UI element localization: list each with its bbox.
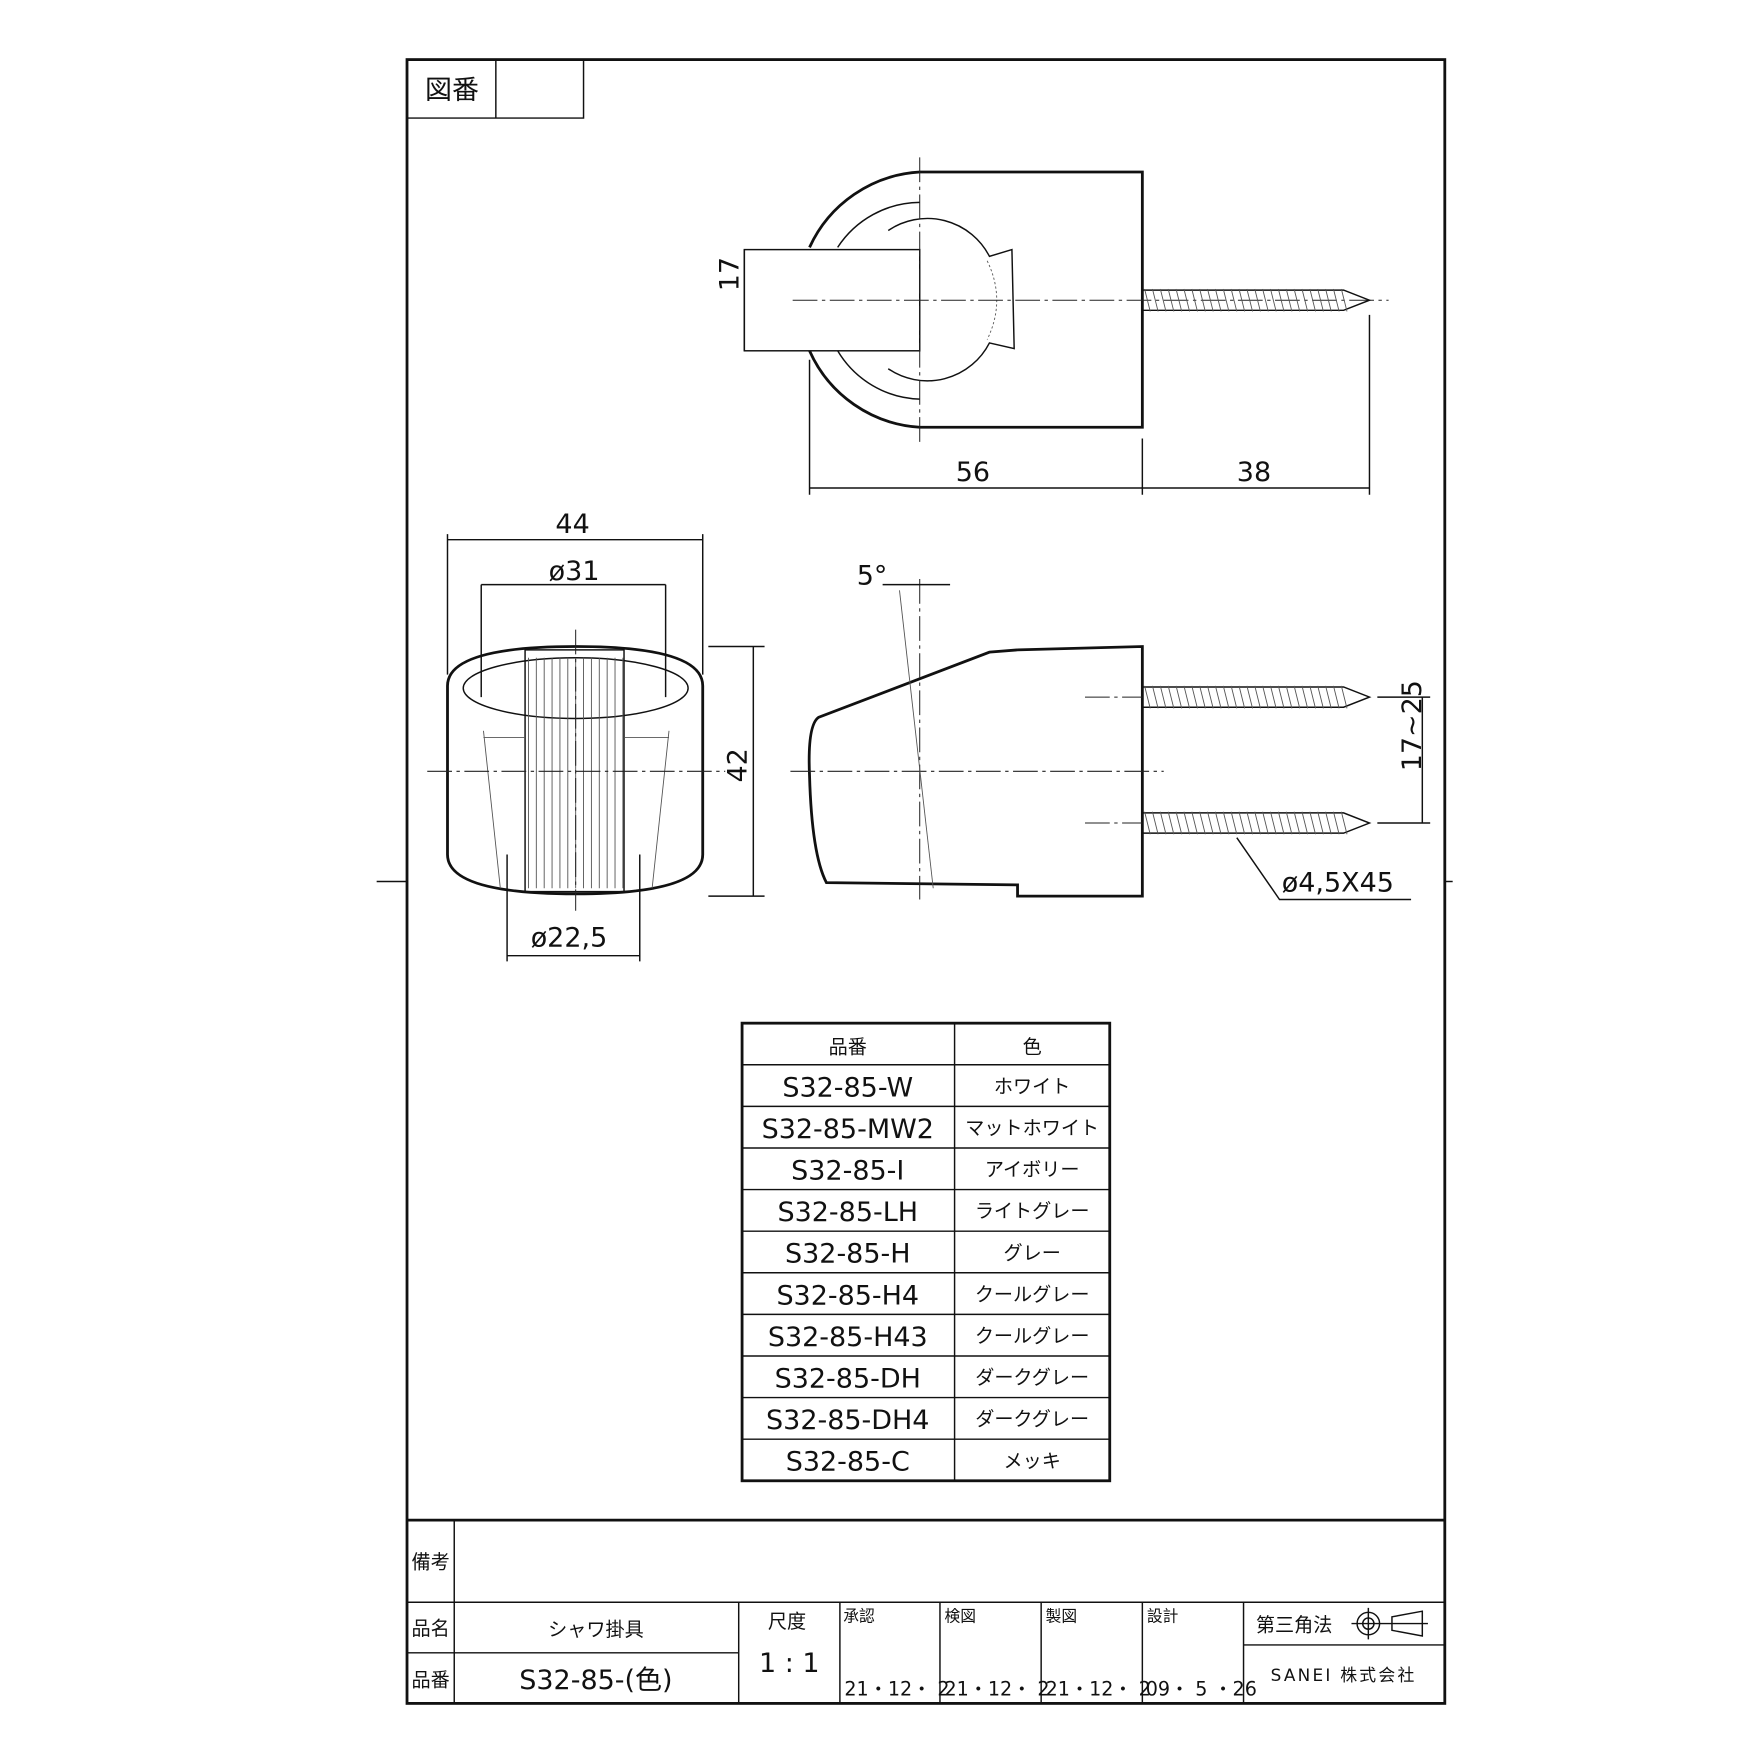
number-label: 品番 [412, 1669, 450, 1692]
drawn-date: 21・12・ 2 [1046, 1678, 1151, 1701]
table-cell-color: マットホワイト [965, 1116, 1099, 1139]
dim-bore-bottom: ø22,5 [531, 923, 608, 954]
third-angle-projection-icon [1351, 1607, 1428, 1640]
screw [1142, 811, 1372, 835]
table-cell-color: ホワイト [994, 1075, 1070, 1098]
table-cell-part-number: S32-85-H4 [776, 1280, 919, 1311]
designed-date: 09・ 5 ・26 [1146, 1678, 1257, 1701]
table-cell-color: クールグレー [975, 1283, 1090, 1306]
approved-label: 承認 [843, 1606, 875, 1625]
side-view: 5° 17~25 ø4,5X45 [790, 561, 1431, 901]
dim-body-length: 56 [956, 457, 990, 488]
dim-bore-top: ø31 [549, 556, 600, 587]
product-number: S32-85-(色) [519, 1665, 672, 1696]
product-name: シャワ掛具 [548, 1618, 644, 1641]
table-cell-part-number: S32-85-MW2 [762, 1114, 934, 1145]
table-cell-color: ライトグレー [975, 1200, 1090, 1223]
name-label: 品名 [412, 1617, 450, 1640]
drawn-label: 製図 [1046, 1606, 1077, 1625]
projection-method: 第三角法 [1256, 1613, 1332, 1636]
dim-pipe-diameter: 17 [715, 257, 746, 291]
table-cell-part-number: S32-85-LH [778, 1197, 919, 1228]
dim-screw-spec: ø4,5X45 [1282, 868, 1394, 899]
table-cell-part-number: S32-85-DH [775, 1363, 921, 1394]
table-header-part-number: 品番 [829, 1036, 867, 1059]
table-cell-part-number: S32-85-DH4 [766, 1405, 929, 1436]
table-cell-color: グレー [1003, 1241, 1060, 1264]
dim-width: 44 [555, 509, 589, 540]
variants-table: 品番 色 S32-85-W ホワイト S32-85-MW2 マットホワイト S32-85… [740, 1021, 1112, 1483]
company-name: SANEI 株式会社 [1271, 1665, 1417, 1685]
table-cell-part-number: S32-85-H43 [768, 1322, 928, 1353]
table-cell-part-number: S32-85-W [782, 1072, 913, 1103]
dim-screw-pitch: 17~25 [1397, 680, 1428, 771]
designed-label: 設計 [1147, 1606, 1179, 1625]
table-cell-color: ダークグレー [975, 1408, 1089, 1431]
checked-date: 21・12・ 2 [944, 1678, 1049, 1701]
table-cell-color: メッキ [1003, 1449, 1060, 1472]
dim-angle: 5° [857, 561, 888, 592]
scale-label: 尺度 [768, 1610, 806, 1633]
approved-date: 21・12・ 2 [844, 1678, 949, 1701]
remarks-label: 備考 [412, 1550, 450, 1573]
front-view: 44 ø31 42 ø22,5 [427, 509, 765, 962]
drawing-number-box: 図番 [407, 59, 585, 119]
top-view: 17 56 38 [715, 157, 1389, 495]
table-cell-color: クールグレー [975, 1324, 1090, 1347]
table-cell-color: アイボリー [985, 1158, 1080, 1181]
dim-screw-length: 38 [1237, 457, 1271, 488]
table-cell-part-number: S32-85-C [786, 1447, 910, 1478]
drawing-number-label: 図番 [425, 75, 479, 106]
table-header-color: 色 [1023, 1036, 1042, 1059]
table-cell-part-number: S32-85-I [791, 1155, 904, 1186]
screw [1142, 685, 1372, 709]
title-block: 備考 品名 シャワ掛具 品番 S32-85-(色) 尺度 1 : 1 承認 21… [407, 1518, 1445, 1704]
table-cell-color: ダークグレー [975, 1366, 1089, 1389]
table-cell-part-number: S32-85-H [785, 1239, 911, 1270]
screw [1142, 288, 1372, 312]
dim-height: 42 [723, 748, 754, 782]
checked-label: 検図 [944, 1606, 975, 1625]
scale-value: 1 : 1 [759, 1648, 820, 1679]
